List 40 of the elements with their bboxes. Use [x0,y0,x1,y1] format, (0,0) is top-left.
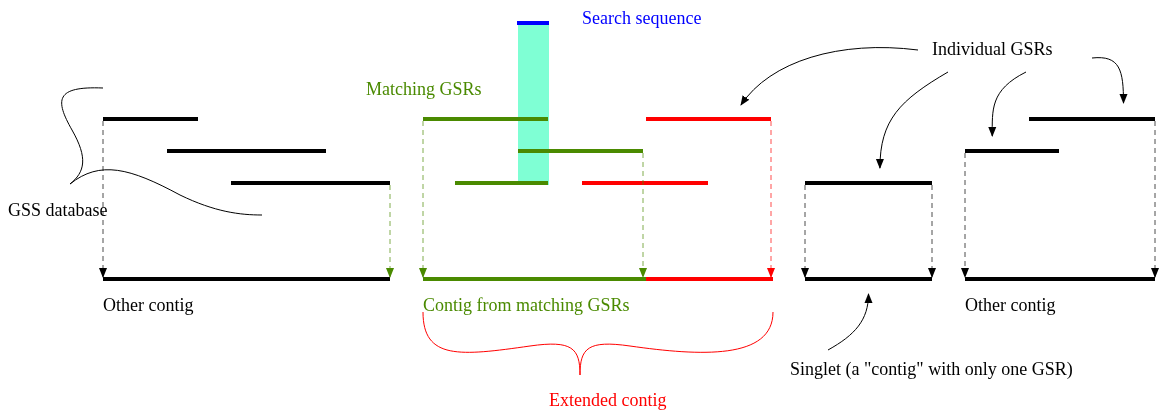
sequence-bar [582,181,708,185]
curved-arrow [827,293,873,351]
sequence-bar [805,181,932,185]
dashed-arrow [99,120,107,278]
dashed-arrow [639,152,647,278]
curved-arrow [740,47,919,106]
sequence-bar [423,117,548,121]
dashed-arrow [767,120,775,278]
callout-text: Individual GSRs [932,38,1053,60]
curved-arrow [876,71,949,169]
sequence-bar [423,277,646,281]
sequence-bar [646,277,773,281]
sequence-bar [167,149,326,153]
sequence-bar [517,21,549,25]
dashed-arrow [801,184,809,278]
diagram-label: GSS database [8,199,108,221]
bar-caption: Contig from matching GSRs [423,294,630,316]
diagram-label: Matching GSRs [366,78,482,100]
dashed-arrow [1151,120,1159,278]
sequence-bar [646,117,771,121]
sequence-bar [455,181,548,185]
bar-caption: Other contig [103,294,194,316]
sequence-bar [1029,117,1155,121]
sequence-bar [965,149,1059,153]
callout-text: Singlet (a "contig" with only one GSR) [790,358,1073,380]
sequence-bar [103,277,390,281]
curved-arrow [1091,57,1128,104]
bar-caption: Other contig [965,294,1056,316]
sequence-bar [231,181,390,185]
dashed-arrow [419,120,427,278]
dashed-arrow [928,184,936,278]
diagram-label: Extended contig [549,389,667,411]
dashed-arrow [961,152,969,278]
sequence-bar [103,117,198,121]
sequence-bar [965,277,1155,281]
sequence-bar [805,277,932,281]
curved-arrow [988,71,1027,137]
sequence-bar [518,149,643,153]
bar-caption: Search sequence [582,7,702,29]
dashed-arrow [386,184,394,278]
